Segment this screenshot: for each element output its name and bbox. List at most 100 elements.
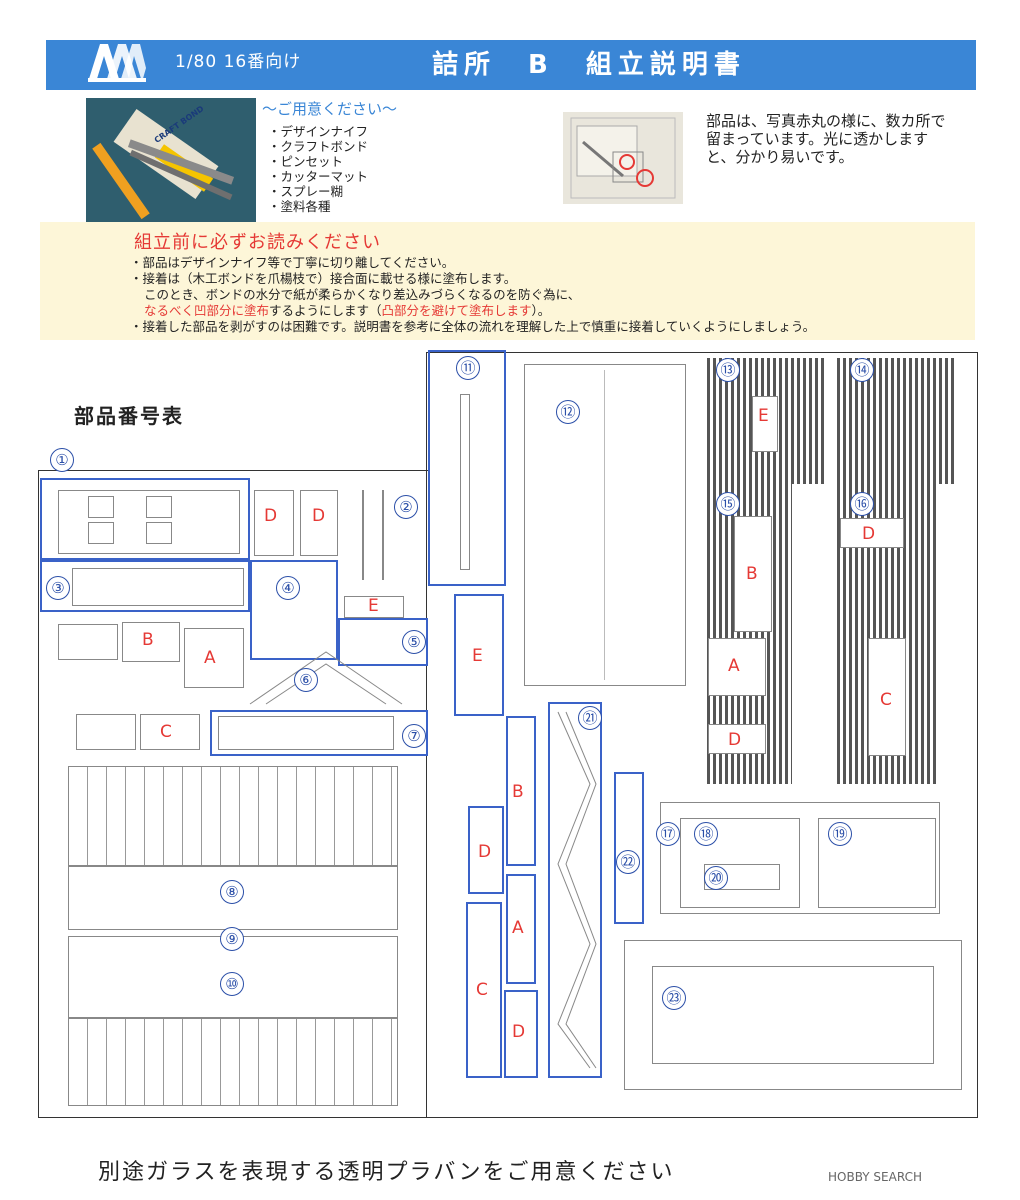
part-group-E [454,594,504,716]
list-item: スプレー糊 [268,184,368,199]
part-number-13: ⑬ [716,358,740,382]
window-cutout [146,496,172,518]
sheet-border [426,352,978,353]
part-group-1 [40,478,250,560]
part-outline [218,716,394,750]
part-number-3: ③ [46,576,70,600]
opening [708,724,766,754]
window-cutout [88,522,114,544]
opening [868,638,906,756]
parts-photo [563,112,683,204]
part-number-1: ① [50,448,74,472]
part-letter-A: A [204,648,216,668]
part-group-A [506,874,536,984]
part-number-4: ④ [276,576,300,600]
part-letter-D: D [312,506,326,526]
opening [734,516,772,632]
part-number-11: ⑪ [456,356,480,380]
warning-line: なるべく凹部分に塗布するようにします（凸部分を避けて塗布します）。 [144,300,550,319]
warning-line: このとき、ボンドの水分で紙が柔らかくなり差込みづらくなるのを防ぐ為に、 [144,287,581,302]
large-base-inner [652,966,934,1064]
part-group-D [468,806,504,894]
part-outline [122,622,180,662]
part-letter-B: B [746,564,758,584]
page-title: 詰所 B 組立説明書 [432,50,746,80]
part-letter-B: B [142,630,154,650]
part-group-7 [210,710,428,756]
scale-label: 1/80 16番向け [175,52,302,72]
part-letter-E: E [472,646,483,666]
part-number-22: ㉒ [616,850,640,874]
part-letter-D: D [478,842,492,862]
part-number-14: ⑭ [850,358,874,382]
part-outline [460,394,470,570]
part-letter-A: A [728,656,740,676]
part-outline [72,568,244,606]
footer-note: 別途ガラスを表現する透明プラバンをご用意ください [98,1160,675,1185]
part-number-7: ⑦ [402,724,426,748]
part-letter-D: D [862,524,876,544]
part-outline [300,490,338,556]
part-group-21 [548,702,602,1078]
part-group-11 [428,350,506,586]
parts-note: 部品は、写真赤丸の様に、数カ所で留まっています。光に透かしますと、分かり易いです… [706,112,946,166]
part-letter-C: C [160,722,172,742]
sheet-border [38,470,428,471]
part-group-C [466,902,502,1078]
part-number-21: ㉑ [578,706,602,730]
part-group-22 [614,772,644,924]
part-group-4 [250,560,338,660]
strip-parts [362,490,384,580]
brand-logo-icon [88,44,146,82]
part-letter-D: D [512,1022,526,1042]
part-letter-E: E [758,406,769,426]
part-outline [76,714,136,750]
list-item: クラフトボンド [268,139,369,154]
part-letter-C: C [476,980,488,1000]
part-letter-D: D [264,506,278,526]
part-group-B [506,716,536,866]
part-letter-C: C [880,690,892,710]
part-number-17: ⑰ [656,822,680,846]
fold-line [604,370,605,680]
list-item: デザインナイフ [268,124,369,139]
sheet-border [977,352,978,1118]
base-panel-left [680,818,800,908]
part-number-20: ⑳ [704,866,728,890]
list-item: 塗料各種 [268,199,368,214]
part-letter-E: E [368,596,379,616]
warning-panel [40,222,975,340]
warning-title: 組立前に必ずお読みください [134,232,381,253]
floor-panel [524,364,686,686]
part-number-15: ⑮ [716,492,740,516]
sheet-border [38,1117,978,1118]
part-outline [254,490,294,556]
part-letter-D: D [728,730,742,750]
part-number-10: ⑩ [220,972,244,996]
opening [840,518,904,548]
warning-line: ・接着した部品を剥がすのは困難です。説明書を参考に全体の流れを理解した上で慎重に… [130,319,816,334]
roof-sheet [68,1018,398,1106]
watermark-text: HOBBY SEARCH [828,1170,922,1184]
tools-heading: 〜ご用意ください〜 [262,100,398,118]
part-number-19: ⑲ [828,822,852,846]
window-cutout [146,522,172,544]
part-letter-B: B [512,782,524,802]
part-number-12: ⑫ [556,400,580,424]
window-cutout [88,496,114,518]
opening [752,396,778,452]
part-outline [140,714,200,750]
tools-photo [86,98,256,222]
warning-line: ・部品はデザインナイフ等で丁寧に切り離してください。 [130,255,455,270]
part-outline [184,628,244,688]
part-number-2: ② [394,495,418,519]
parts-table-title: 部品番号表 [74,404,184,428]
zigzag-part [557,711,597,1069]
part-group-5 [338,618,428,666]
warning-text: するようにします（ [269,303,382,318]
part-number-5: ⑤ [402,630,426,654]
part-number-8: ⑧ [220,880,244,904]
tools-list: デザインナイフ クラフトボンド ピンセット カッターマット スプレー糊 塗料各種 [268,124,369,214]
part-outline [344,596,404,618]
sheet-border [38,470,39,1118]
